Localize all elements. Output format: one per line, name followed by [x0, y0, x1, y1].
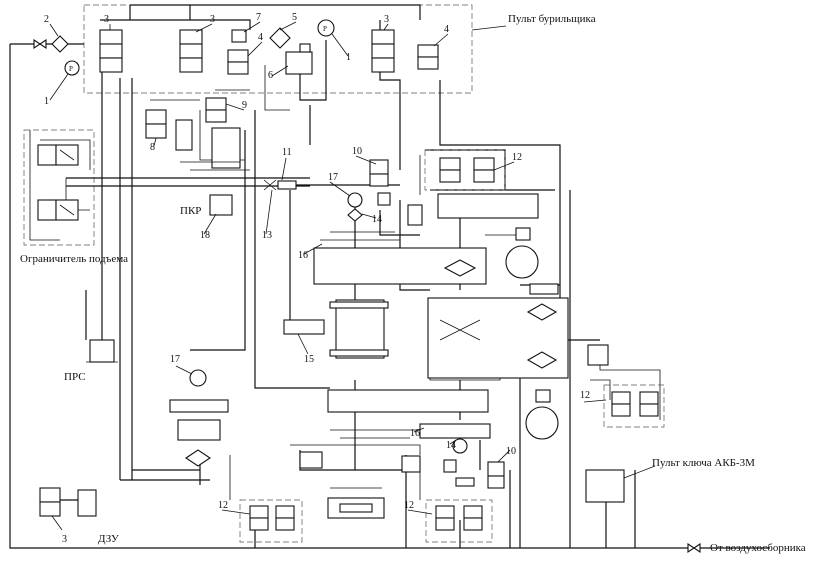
svg-text:18: 18	[200, 230, 210, 241]
upper-motor	[505, 227, 539, 279]
svg-text:16: 16	[410, 428, 420, 439]
svg-text:3: 3	[210, 14, 215, 25]
callout-leaders	[49, 21, 607, 531]
lift-limiter-label: Ограничитель подъема	[20, 253, 128, 265]
right-gearbox	[427, 283, 569, 379]
air-source-valve	[687, 542, 701, 554]
svg-text:10: 10	[352, 146, 362, 157]
valve-group-12-right	[587, 344, 665, 428]
coupling-11	[263, 179, 297, 191]
svg-text:P: P	[323, 25, 327, 33]
svg-text:12: 12	[218, 500, 228, 511]
valve-8-9	[145, 97, 250, 171]
svg-text:P: P	[69, 65, 73, 73]
svg-text:7: 7	[256, 12, 261, 23]
valve-group-12-top	[424, 149, 506, 191]
center-drum	[283, 299, 389, 359]
svg-text:14: 14	[446, 440, 456, 451]
lower-motor	[525, 389, 559, 440]
svg-text:1: 1	[44, 96, 49, 107]
svg-text:3: 3	[62, 534, 67, 545]
dzu-unit	[39, 487, 97, 517]
left-drum-assembly	[169, 369, 229, 467]
svg-text:1: 1	[346, 52, 351, 63]
valve-group-12-left	[239, 499, 303, 543]
svg-text:2: 2	[44, 14, 49, 25]
upper-drum-assembly	[313, 159, 539, 285]
svg-text:6: 6	[268, 70, 273, 81]
svg-text:12: 12	[580, 390, 590, 401]
valve-group-top: P	[99, 19, 439, 75]
svg-text:14: 14	[372, 214, 382, 225]
lift-limiter	[37, 144, 79, 221]
svg-text:9: 9	[242, 100, 247, 111]
pkr-label: ПКР	[180, 205, 201, 217]
svg-text:4: 4	[444, 24, 449, 35]
driller-console-leader	[471, 25, 507, 31]
pkr-valve	[209, 194, 233, 216]
valve-group-12-middle	[425, 499, 493, 543]
svg-text:11: 11	[282, 147, 292, 158]
akb-console-label: Пульт ключа АКБ-3М	[652, 457, 755, 469]
lift-limiter-frame	[23, 129, 95, 246]
akb-console-box	[585, 465, 656, 503]
driller-console-frame	[83, 4, 473, 94]
svg-text:16: 16	[298, 250, 308, 261]
svg-text:10: 10	[506, 446, 516, 457]
prs-label: ПРС	[64, 371, 86, 383]
driller-console-label: Пульт бурильщика	[508, 13, 596, 25]
dzu-label: ДЗУ	[98, 533, 119, 545]
svg-text:4: 4	[258, 32, 263, 43]
svg-text:17: 17	[328, 172, 338, 183]
air-source-label: От воздухосборника	[710, 542, 806, 554]
svg-text:15: 15	[304, 354, 314, 365]
callouts: 2 1 3 3 7 5 4 6 1 3 4 9 8 11 10 17 14 12…	[44, 12, 590, 545]
inlet-unit: P	[33, 35, 80, 76]
svg-text:12: 12	[512, 152, 522, 163]
lower-drum-assembly	[327, 389, 505, 489]
svg-text:3: 3	[384, 14, 389, 25]
svg-text:3: 3	[104, 14, 109, 25]
svg-text:17: 17	[170, 354, 180, 365]
svg-text:12: 12	[404, 500, 414, 511]
svg-text:8: 8	[150, 142, 155, 153]
prs-unit	[86, 339, 118, 363]
svg-text:5: 5	[292, 12, 297, 23]
bottom-press	[299, 451, 421, 519]
svg-text:13: 13	[262, 230, 272, 241]
